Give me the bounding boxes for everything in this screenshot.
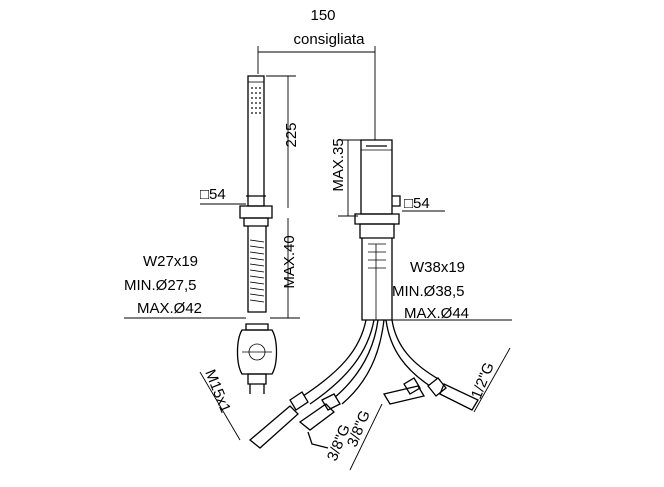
- hose-connector: [236, 323, 278, 394]
- top-width-value: 150: [310, 7, 335, 24]
- handshower-square-label: □54: [200, 186, 226, 203]
- right-hole-max: MAX.Ø44: [404, 305, 469, 322]
- right-hole-spec: W38x19 MIN.Ø38,5 MAX.Ø44: [392, 259, 512, 322]
- left-hole-min: MIN.Ø27,5: [124, 277, 197, 294]
- hose-thread-label: M15x1: [201, 367, 234, 415]
- hose-ribbing: [249, 239, 265, 303]
- handshower-length-label: 225: [283, 122, 300, 147]
- mixer-max-label: MAX.35: [330, 138, 347, 191]
- supply-hoses: [299, 319, 441, 405]
- handshower-max-label: MAX.40: [281, 235, 298, 288]
- hand-shower: 225 MAX.40 □54: [200, 75, 300, 319]
- connection-pipes: [248, 383, 479, 449]
- shower-nozzle-dots: [251, 87, 261, 114]
- mixer-body: MAX.35 □54: [330, 138, 445, 321]
- left-hole-max: MAX.Ø42: [137, 300, 202, 317]
- left-hole-spec: W27x19 MIN.Ø27,5 MAX.Ø42: [124, 253, 246, 319]
- top-width-note: consigliata: [294, 31, 366, 48]
- mixer-square-label: □54: [404, 195, 430, 212]
- left-hole-w: W27x19: [143, 253, 198, 270]
- connection-labels: M15x1 3/8"G 3/8"G 1/2"G: [199, 347, 511, 471]
- right-hole-w: W38x19: [410, 259, 465, 276]
- top-width-dimension: 150 consigliata: [257, 7, 376, 140]
- right-hole-min: MIN.Ø38,5: [392, 283, 465, 300]
